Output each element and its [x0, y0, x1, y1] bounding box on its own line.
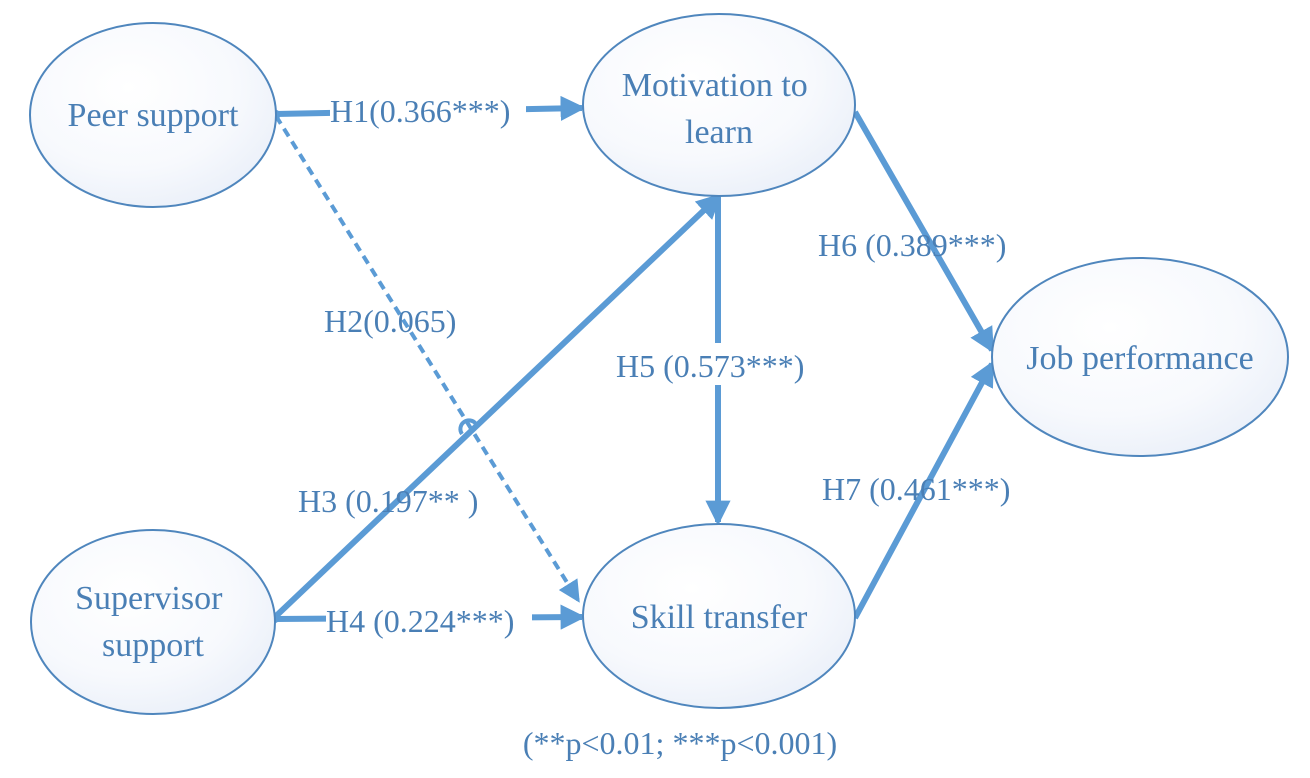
node-motivation-to-learn-ellipse — [582, 13, 856, 197]
edge-h3-line — [272, 193, 722, 620]
svg-text:Motivation to learn: Motivation to learn — [622, 67, 817, 151]
edge-labels: H1(0.366***) H2(0.065) H3 (0.197** ) H4 … — [298, 88, 1010, 640]
edge-h2 — [272, 112, 580, 603]
edge-h7-label: H7 (0.461***) — [822, 471, 1010, 507]
node-peer-support: Peer support — [29, 22, 277, 208]
edge-h6-line — [852, 110, 995, 354]
node-peer-support-ellipse — [29, 22, 277, 208]
edge-h2-label: H2(0.065) — [324, 303, 456, 339]
node-motivation-label-line2: learn — [685, 114, 753, 151]
edge-h6 — [852, 110, 995, 354]
svg-text:Peer support: Peer support — [68, 97, 239, 134]
svg-text:Supervisor support: Supervisor support — [75, 580, 231, 664]
edge-h5-label: H5 (0.573***) — [616, 348, 804, 384]
node-supervisor-support-label-line1: Supervisor — [75, 580, 223, 617]
edge-h1-label-bg — [330, 88, 526, 130]
node-supervisor-support-label-line2: support — [102, 627, 205, 664]
edge-h2-line — [274, 114, 580, 603]
edge-h1-label: H1(0.366***) — [330, 93, 510, 129]
node-skill-transfer-ellipse — [582, 523, 856, 709]
edge-crossing-hop — [458, 418, 478, 436]
edge-h4-label: H4 (0.224***) — [326, 603, 514, 639]
edge-h7 — [852, 360, 995, 620]
node-supervisor-support-ellipse — [30, 529, 276, 715]
node-job-performance-ellipse — [991, 257, 1289, 457]
node-motivation-label-line1: Motivation to — [622, 67, 808, 104]
node-skill-transfer: Skill transfer — [582, 523, 856, 709]
node-supervisor-support: Supervisor support — [30, 529, 276, 715]
edge-h4-label-bg — [326, 598, 532, 640]
node-peer-support-label: Peer support — [68, 97, 239, 134]
node-skill-transfer-label: Skill transfer — [631, 599, 808, 636]
edge-h5-label-bg — [612, 343, 824, 385]
significance-note: (**p<0.01; ***p<0.001) — [523, 725, 837, 761]
node-job-performance: Job performance — [991, 257, 1289, 457]
node-motivation-to-learn: Motivation to learn — [582, 13, 856, 197]
node-job-performance-label: Job performance — [1026, 340, 1254, 377]
edge-h7-line — [852, 360, 995, 620]
edge-h6-label: H6 (0.389***) — [818, 227, 1006, 263]
svg-text:Job performance: Job performance — [1026, 340, 1254, 377]
edge-h3-label: H3 (0.197** ) — [298, 483, 478, 519]
nodes: Peer support Supervisor support Motivati… — [29, 13, 1289, 715]
svg-text:Skill transfer: Skill transfer — [631, 599, 808, 636]
